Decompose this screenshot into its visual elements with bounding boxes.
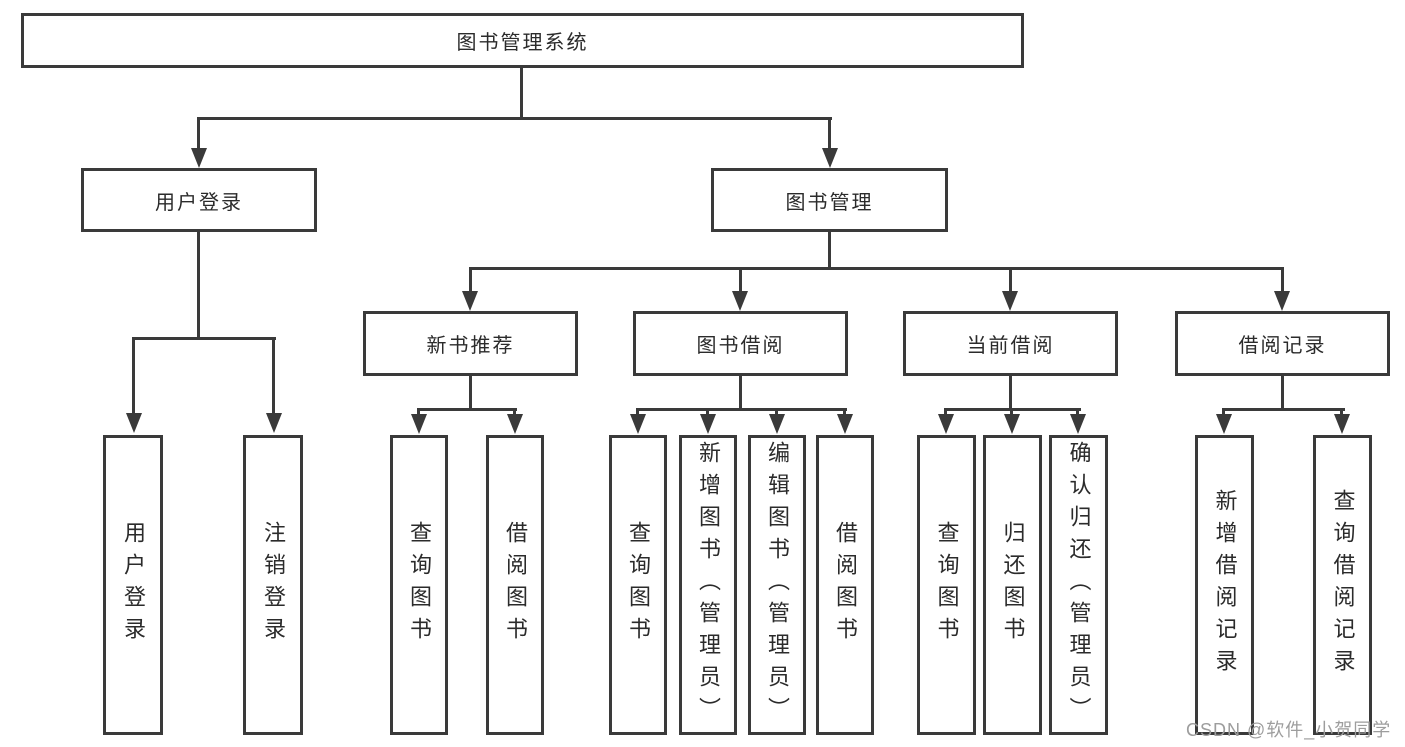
leaf-br-query-record: 查询借阅记录 [1313,435,1372,735]
arrow-down-icon [1274,291,1290,311]
node-book-borrowing-label: 图书借阅 [696,335,785,357]
node-borrowing-records: 借阅记录 [1175,311,1390,376]
leaf-nbr-borrow-books: 借阅图书 [486,435,544,735]
leaf-bb-borrow-books-label: 借阅图书 [833,521,858,649]
arrow-down-icon [411,414,427,434]
leaf-bb-query-books: 查询图书 [609,435,667,735]
connector-leaf-stem [1076,408,1079,418]
connector-level2-hline [197,117,832,120]
connector-leaf-stem [944,408,947,418]
leaf-bb-borrow-books: 借阅图书 [816,435,874,735]
node-book-management: 图书管理 [711,168,948,232]
node-root-label: 图书管理系统 [456,32,589,54]
leaf-bb-query-books-label: 查询图书 [626,521,651,649]
node-book-borrowing: 图书借阅 [633,311,848,376]
connector-leaf-stem [706,408,709,418]
connector-level3-hline [469,267,1284,270]
arrow-down-icon [822,148,838,168]
connector-leaf-stem [1222,408,1225,418]
arrow-down-icon [462,291,478,311]
arrow-down-icon [732,291,748,311]
node-root: 图书管理系统 [21,13,1024,68]
arrow-down-icon [1002,291,1018,311]
connector-user-login-stem [197,117,200,152]
connector-leaf-stem [513,408,516,418]
arrow-down-icon [837,414,853,434]
leaf-user-login-label: 用户登录 [121,521,146,649]
connector-l3-stem [469,267,472,293]
connector-leaf-stem [775,408,778,418]
node-borrowing-records-label: 借阅记录 [1238,335,1327,357]
connector-leaf-stem [636,408,639,418]
leaf-br-add-record-label: 新增借阅记录 [1212,489,1238,681]
connector-cb-down [1009,375,1012,411]
arrow-down-icon [1334,414,1350,434]
node-user-login: 用户登录 [81,168,317,232]
leaf-bb-edit-books-admin: 编辑图书（管理员） [748,435,806,735]
arrow-down-icon [1004,414,1020,434]
arrow-down-icon [1216,414,1232,434]
connector-user-login-hline [132,337,276,340]
arrow-down-icon [630,414,646,434]
connector-root-stem [520,66,523,120]
arrow-down-icon [938,414,954,434]
leaf-bb-edit-books-admin-label: 编辑图书（管理员） [765,441,790,729]
leaf-cb-query-books-label: 查询图书 [934,521,960,649]
leaf-br-add-record: 新增借阅记录 [1195,435,1254,735]
node-user-login-label: 用户登录 [155,191,243,214]
connector-l3-stem [739,267,742,293]
leaf-logout: 注销登录 [243,435,303,735]
leaf-cb-return-books-label: 归还图书 [1000,521,1026,649]
leaf-bb-add-books-admin: 新增图书（管理员） [679,435,737,735]
leaf-bb-add-books-admin-label: 新增图书（管理员） [696,441,721,729]
watermark: CSDN @软件_小贺同学 [1186,720,1392,740]
leaf-cb-return-books: 归还图书 [983,435,1042,735]
node-new-book-recommend: 新书推荐 [363,311,578,376]
leaf-user-login: 用户登录 [103,435,163,735]
connector-br-hline [1222,408,1345,411]
arrow-down-icon [769,414,785,434]
leaf-nbr-query-books: 查询图书 [390,435,448,735]
arrow-down-icon [191,148,207,168]
leaf-cb-confirm-return-admin-label: 确认归还（管理员） [1066,441,1092,729]
connector-leaf-stem [417,408,420,418]
connector-book-mgmt-down [828,232,831,270]
leaf-cb-confirm-return-admin: 确认归还（管理员） [1049,435,1108,735]
connector-leaf-stem [272,337,275,417]
node-new-book-recommend-label: 新书推荐 [426,335,515,357]
connector-leaf-stem [843,408,846,418]
connector-leaf-stem [132,337,135,417]
connector-leaf-stem [1010,408,1013,418]
connector-br-down [1281,375,1284,411]
connector-l3-stem [1009,267,1012,293]
arrow-down-icon [507,414,523,434]
arrow-down-icon [700,414,716,434]
node-current-borrowing-label: 当前借阅 [966,335,1055,357]
connector-l3-stem [1281,267,1284,293]
connector-bb-down [739,375,742,411]
connector-nbr-hline [417,408,517,411]
leaf-br-query-record-label: 查询借阅记录 [1330,489,1356,681]
leaf-logout-label: 注销登录 [261,521,286,649]
connector-leaf-stem [1340,408,1343,418]
connector-bb-hline [636,408,847,411]
connector-nbr-down [469,375,472,411]
connector-book-mgmt-stem [828,117,831,152]
arrow-down-icon [126,413,142,433]
leaf-cb-query-books: 查询图书 [917,435,976,735]
connector-user-login-down [197,232,200,340]
node-current-borrowing: 当前借阅 [903,311,1118,376]
leaf-nbr-borrow-books-label: 借阅图书 [503,521,528,649]
arrow-down-icon [1070,414,1086,434]
leaf-nbr-query-books-label: 查询图书 [407,521,432,649]
node-book-management-label: 图书管理 [785,191,874,214]
arrow-down-icon [266,413,282,433]
